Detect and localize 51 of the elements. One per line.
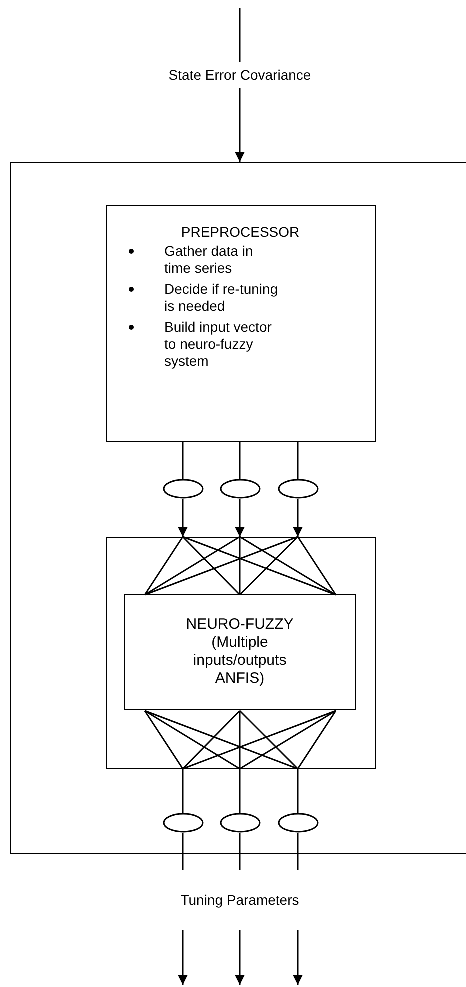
connector-line [182,536,241,596]
connector-line [182,769,184,813]
connector-line [297,833,299,870]
connector-line [182,710,241,770]
oval-node [278,478,318,498]
connector-line [239,537,241,595]
connector-line [239,442,241,479]
bullet-item: Decide if re-tuning is needed [164,280,280,314]
connector-line [144,710,240,770]
connector-line [144,710,298,770]
connector-line [182,442,184,479]
box-description: (Multiple inputs/outputs ANFIS) [192,634,288,688]
connector-line [240,536,336,596]
flow-label: Tuning Parameters [180,892,300,908]
connector-line [297,442,299,479]
arrow [293,930,303,985]
arrow [178,499,188,537]
bullet-item: Gather data in time series [164,242,254,276]
arrow [235,88,245,162]
flow-label: State Error Covariance [168,66,312,84]
connector-line [297,769,299,813]
outer-system-box [10,162,466,854]
oval-node [278,812,318,832]
connector-line [144,710,184,770]
arrow [293,499,303,537]
oval-node [162,812,204,832]
connector-line [144,536,240,596]
box-heading: NEURO-FUZZY [186,616,294,634]
connector-line [144,536,298,596]
arrow [178,930,188,985]
oval-node [220,478,260,498]
connector-line [239,8,241,62]
connector-line [239,769,241,813]
connector-line [297,536,337,596]
oval-node [162,478,204,498]
connector-line [297,710,337,770]
network-box [106,536,376,768]
arrow [235,499,245,537]
oval-node [220,812,260,832]
connector-line [240,710,336,770]
box-heading: PREPROCESSOR [180,224,301,240]
connector-line [182,536,336,596]
connector-line [182,710,336,770]
arrow [235,930,245,985]
connector-line [144,536,184,596]
connector-line [239,711,241,769]
connector-line [239,710,299,770]
connector-line [182,833,184,870]
connector-line [239,833,241,870]
connector-line [239,536,299,596]
bullet-item: Build input vector to neuro-fuzzy system [164,318,273,370]
